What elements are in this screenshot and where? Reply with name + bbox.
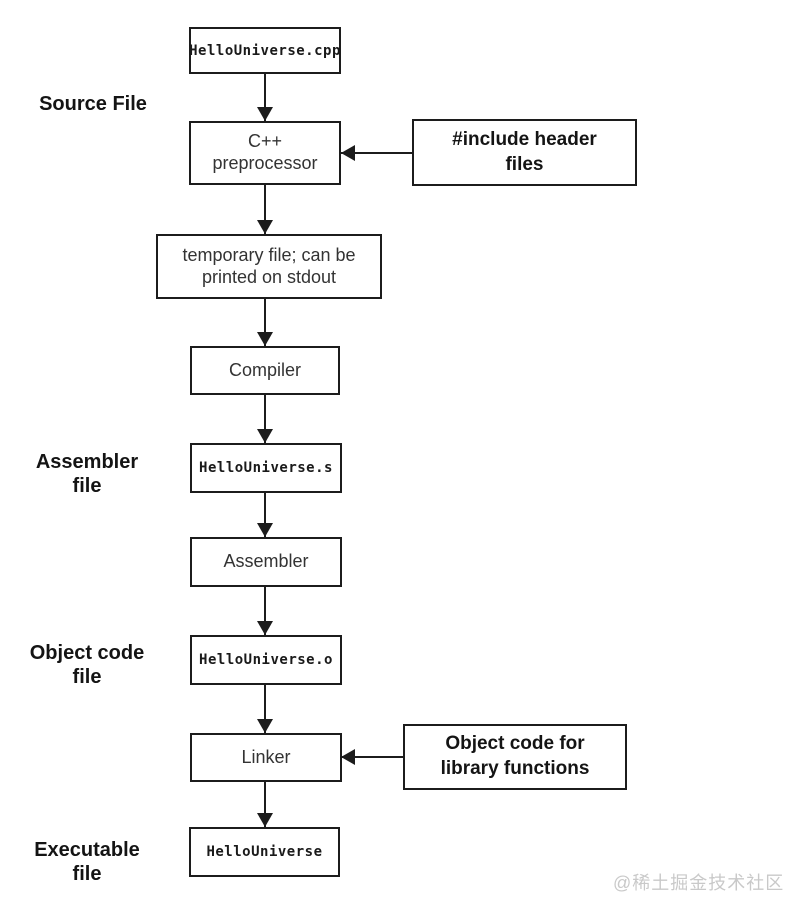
node-compiler: Compiler: [190, 346, 340, 395]
arrow-library-to-linker-icon: [341, 749, 403, 765]
node-source-file-label: HelloUniverse.cpp: [189, 42, 341, 59]
node-include-headers-line2: files: [505, 153, 544, 175]
watermark: @稀土掘金技术社区: [613, 873, 785, 893]
node-library-object-code: Object code for library functions: [403, 724, 627, 790]
node-assembler-label: Assembler: [223, 551, 309, 572]
node-executable: HelloUniverse: [189, 827, 340, 877]
node-executable-label: HelloUniverse: [206, 844, 323, 860]
stage-label-assembler-line1: Assembler: [35, 451, 139, 473]
node-linker-label: Linker: [241, 746, 291, 767]
arrow-linker-to-executable-icon: [257, 781, 273, 827]
stage-label-executable-line1: Executable: [34, 839, 140, 861]
node-compiler-label: Compiler: [228, 359, 302, 380]
stage-label-source-file-text: Source File: [39, 93, 147, 115]
node-assembler-file: HelloUniverse.s: [190, 443, 342, 493]
node-include-headers-line1: #include header: [452, 128, 597, 150]
arrow-preprocessor-to-temp-icon: [257, 185, 273, 234]
stage-label-assembler-file: Assembler file: [17, 451, 157, 498]
stage-label-executable-file: Executable file: [17, 839, 157, 886]
node-object-file-label: HelloUniverse.o: [199, 652, 333, 668]
node-assembler-file-label: HelloUniverse.s: [199, 460, 333, 476]
node-preprocessor: C++ preprocessor: [189, 121, 341, 185]
stage-label-executable-line2: file: [72, 862, 102, 885]
arrow-headers-to-preprocessor-icon: [341, 145, 412, 161]
stage-label-object-line1: Object code: [29, 642, 145, 664]
node-preprocessor-line2: preprocessor: [212, 153, 318, 173]
arrow-assembler-to-object-file-icon: [257, 587, 273, 635]
arrow-object-file-to-linker-icon: [257, 684, 273, 733]
node-assembler: Assembler: [190, 537, 342, 587]
stage-label-assembler-line2: file: [72, 474, 102, 497]
node-library-object-code-line2: library functions: [440, 758, 590, 779]
node-temp-file-line1: temporary file; can be: [182, 244, 356, 265]
node-object-file: HelloUniverse.o: [190, 635, 342, 685]
node-include-headers: #include header files: [412, 119, 637, 186]
arrow-compiler-to-assembler-file-icon: [257, 395, 273, 443]
arrow-assembler-file-to-assembler-icon: [257, 492, 273, 537]
stage-label-object-line2: file: [72, 665, 102, 688]
node-temp-file: temporary file; can be printed on stdout: [156, 234, 382, 299]
node-temp-file-line2: printed on stdout: [201, 266, 337, 287]
node-preprocessor-line1: C++: [247, 131, 283, 152]
stage-label-object-code-file: Object code file: [16, 642, 158, 689]
node-library-object-code-line1: Object code for: [445, 733, 585, 755]
arrow-temp-to-compiler-icon: [257, 298, 273, 346]
stage-label-source-file: Source File: [20, 93, 166, 117]
node-source-file: HelloUniverse.cpp: [189, 27, 341, 74]
node-linker: Linker: [190, 733, 342, 782]
arrow-source-to-preprocessor-icon: [257, 74, 273, 121]
